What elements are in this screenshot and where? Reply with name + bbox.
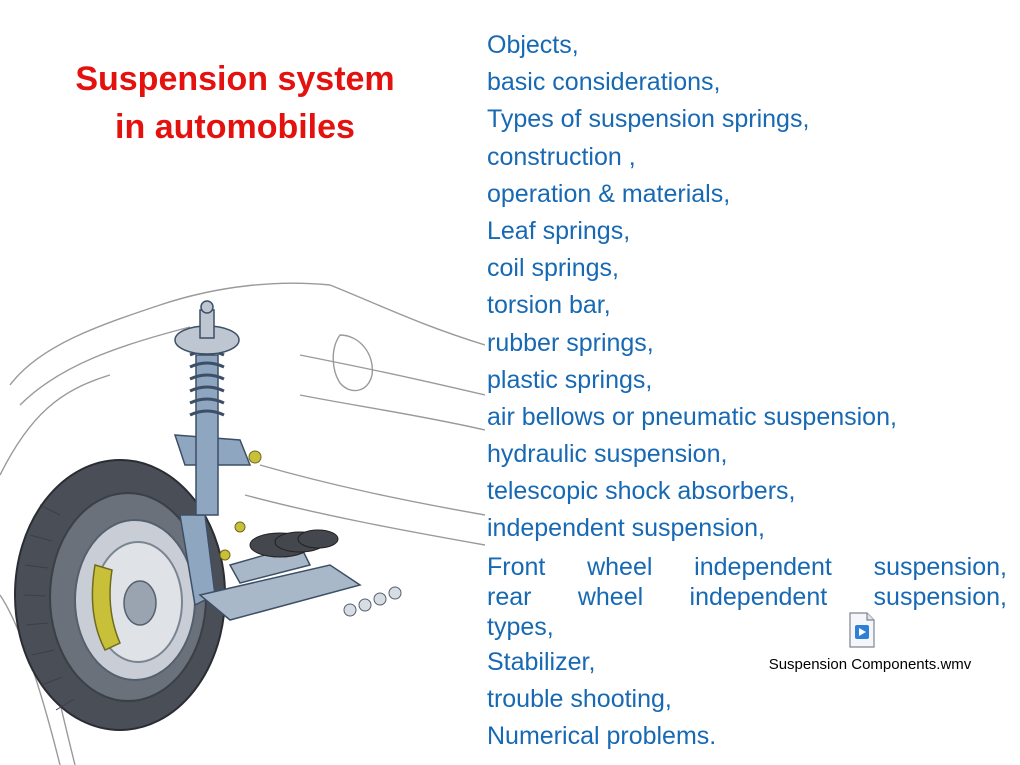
slide-title: Suspension system in automobiles (30, 55, 440, 151)
topic-item: Objects, (487, 31, 579, 59)
topic-item: Numerical problems. (487, 722, 717, 750)
slide-title-line-1: Suspension system (75, 60, 395, 98)
topic-item: rubber springs, (487, 328, 654, 357)
embedded-video[interactable]: Suspension Components.wmv (740, 612, 1000, 682)
topic-item: torsion bar, (487, 291, 611, 320)
topic-item: Leaf springs, (487, 216, 631, 245)
topic-wrapped-line-1: Front wheel independent suspension, (487, 552, 1007, 581)
slide-title-line-2: in automobiles (115, 108, 355, 146)
topic-list: Objects, basic considerations, Types of … (487, 28, 1007, 756)
topic-item: construction , (487, 142, 636, 171)
video-filename[interactable]: Suspension Components.wmv (768, 656, 972, 673)
topic-item: telescopic shock absorbers, (487, 477, 796, 506)
topic-item-wrapped: Front wheel independent suspension, rear… (487, 549, 1007, 645)
topic-wrapped-line-2: rear wheel independent suspension, (487, 582, 1007, 611)
topic-item: plastic springs, (487, 365, 653, 394)
topic-item: hydraulic suspension, (487, 440, 728, 469)
topic-wrapped-line-3: types, (487, 612, 554, 641)
topic-item: Stabilizer, (487, 647, 596, 676)
topic-item: coil springs, (487, 254, 619, 283)
topic-item: air bellows or pneumatic suspension, (487, 402, 897, 431)
suspension-illustration (0, 282, 485, 765)
video-file-icon[interactable] (848, 612, 876, 648)
topic-item: trouble shooting, (487, 684, 672, 713)
topic-item: Types of suspension springs, (487, 105, 810, 134)
topic-item: basic considerations, (487, 68, 721, 97)
topic-item: operation & materials, (487, 179, 731, 208)
topic-item: independent suspension, (487, 514, 766, 543)
